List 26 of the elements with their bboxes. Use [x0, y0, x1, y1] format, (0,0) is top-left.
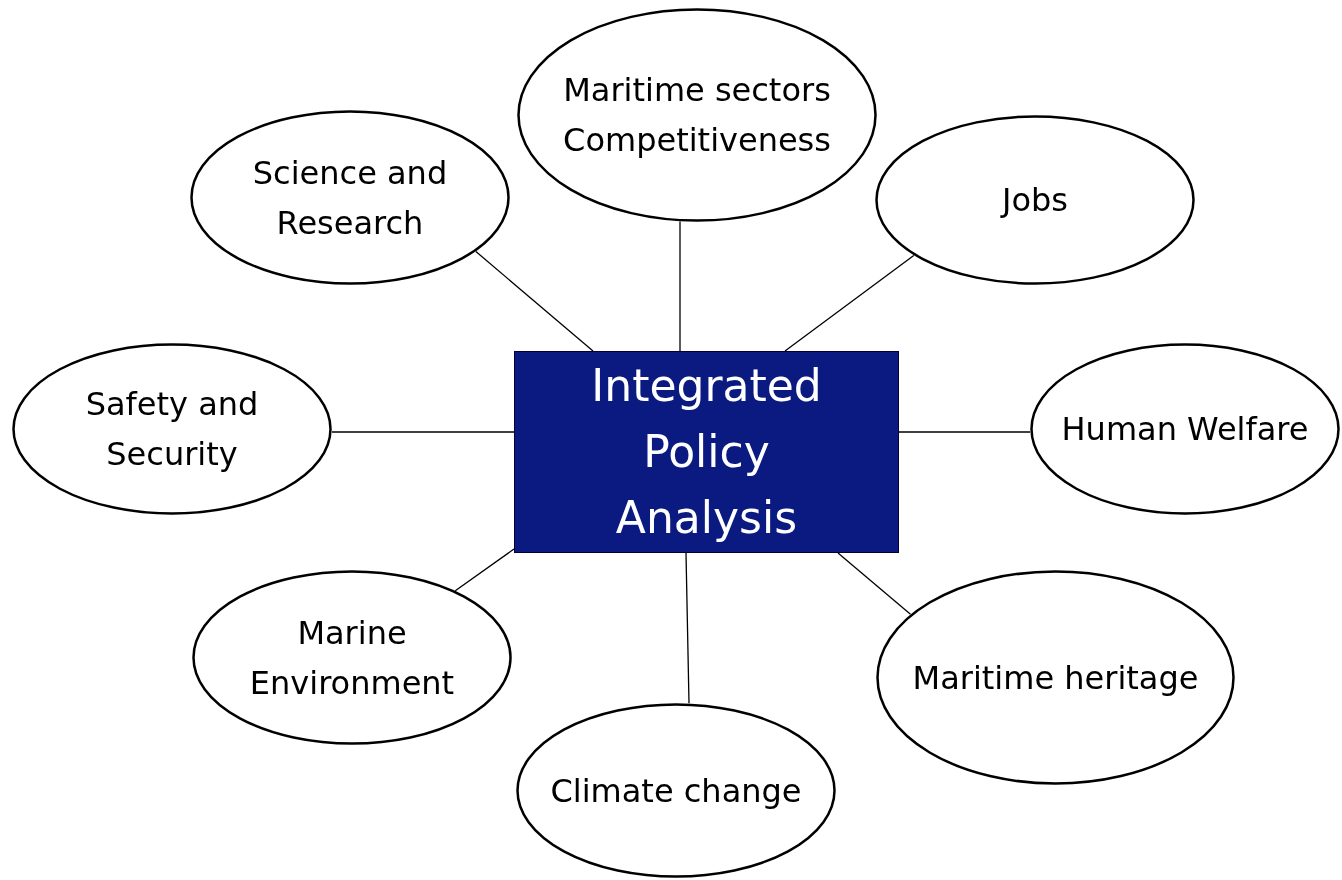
- connector-line: [454, 548, 515, 592]
- center-title: Integrated Policy Analysis: [590, 359, 823, 545]
- topic-ellipse: [875, 115, 1195, 285]
- topic-label: Jobs: [1002, 180, 1068, 221]
- topic-label: Safety and Security: [84, 384, 260, 475]
- topic-label: Human Welfare: [1061, 409, 1309, 450]
- topic-ellipse: [516, 703, 836, 878]
- connector-line: [331, 431, 515, 433]
- connector-line: [898, 431, 1031, 433]
- topic-ellipse: [1030, 343, 1340, 515]
- topic-ellipse: [876, 570, 1235, 785]
- connector-line: [475, 250, 594, 352]
- topic-label: Maritime sectors Competitiveness: [562, 70, 832, 161]
- connector-line: [679, 220, 681, 352]
- topic-ellipse: [517, 8, 877, 222]
- topic-ellipse: [192, 570, 512, 745]
- central-box: [514, 351, 899, 553]
- topic-label: Maritime heritage: [912, 657, 1199, 699]
- connector-line: [837, 552, 912, 615]
- topic-label: Climate change: [550, 770, 802, 812]
- topic-ellipse: [190, 110, 510, 285]
- connector-line: [685, 552, 690, 704]
- connector-line: [784, 254, 915, 352]
- topic-label: Marine Environment: [248, 612, 456, 704]
- topic-label: Science and Research: [251, 152, 449, 244]
- topic-ellipse: [12, 343, 332, 515]
